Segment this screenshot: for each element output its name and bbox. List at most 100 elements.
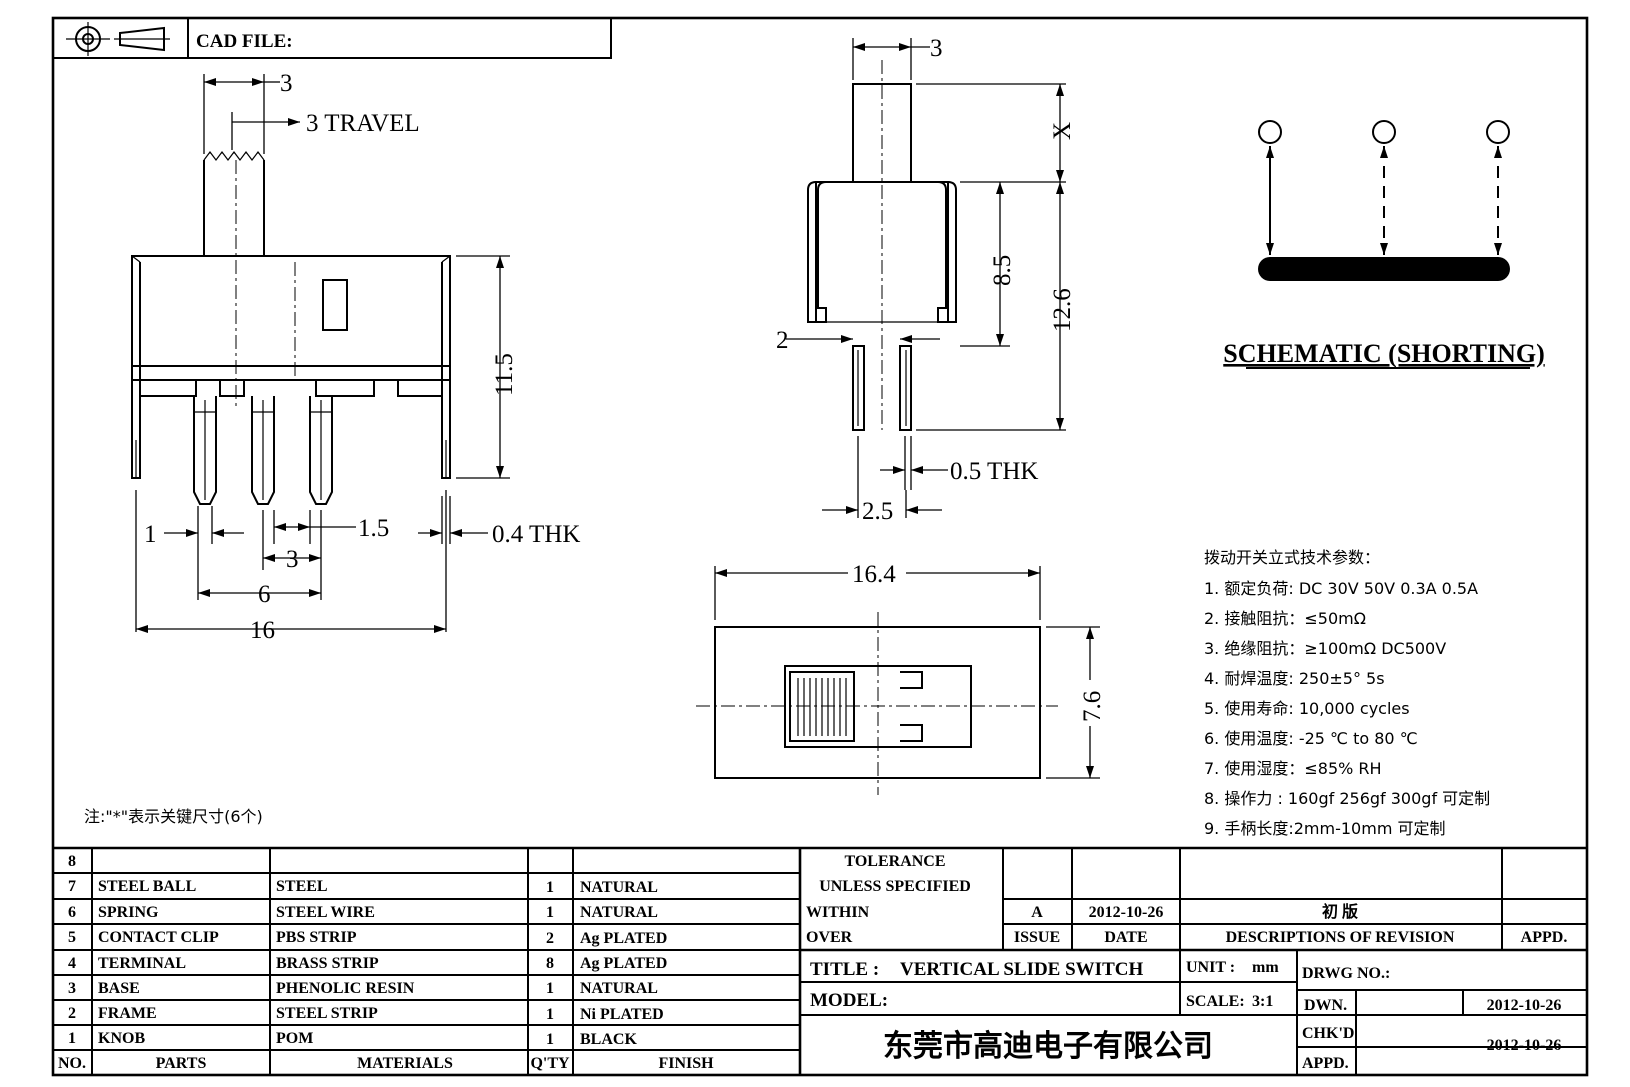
issue-label: ISSUE (1014, 929, 1060, 946)
dim-pin-span: 6 (258, 581, 271, 608)
bom-no: 2 (68, 1005, 76, 1022)
bom-header-parts: PARTS (156, 1055, 207, 1072)
side-dim-knob-height: X (1049, 122, 1076, 140)
bom-finish: Ni PLATED (580, 1006, 664, 1023)
front-view: 3 3 TRAVEL 11.5 1 1.5 0.4 THK 3 (131, 70, 580, 644)
top-dim-length: 16.4 (852, 561, 896, 588)
sheet-border (51, 16, 1589, 1077)
spec-item: 9. 手柄长度:2mm-10mm 可定制 (1204, 819, 1446, 838)
bom-qty: 1 (546, 1006, 554, 1023)
bom-row: 2 FRAME STEEL STRIP 1 Ni PLATED (68, 1005, 664, 1023)
top-view: 16.4 7.6 (696, 556, 1106, 795)
revision-description: 初 版 (1322, 902, 1358, 921)
appd-label: APPD. (1521, 929, 1568, 946)
chkd-date: 2012-10-26 (1487, 1037, 1562, 1054)
bom-material: STEEL WIRE (276, 904, 375, 921)
dwn-date: 2012-10-26 (1487, 997, 1562, 1014)
bom-header-no: NO. (58, 1055, 86, 1072)
bom-finish: NATURAL (580, 904, 658, 921)
bom-table: 8 7 STEEL BALL STEEL 1 NATURAL 6 SPRING … (53, 846, 1587, 1075)
unit-label: UNIT : (1186, 959, 1235, 976)
bom-part: CONTACT CLIP (98, 929, 219, 946)
bom-material: PBS STRIP (276, 929, 357, 946)
side-dim-total-height: 12.6 (1049, 288, 1076, 332)
side-dim-pin-width: 2 (776, 327, 789, 354)
side-view: 3 X 8.5 12.6 2 0.5 THK 2.5 (776, 35, 1076, 525)
bom-finish: Ag PLATED (580, 955, 667, 972)
spec-item: 3. 绝缘阻抗：≥100mΩ DC500V (1204, 639, 1446, 658)
drawing-title: VERTICAL SLIDE SWITCH (900, 959, 1143, 980)
terminal-1-icon (1258, 120, 1282, 144)
spec-item: 8. 操作力 : 160gf 256gf 300gf 可定制 (1204, 789, 1490, 808)
dim-pin-offset: 1 (144, 521, 157, 548)
descriptions-label: DESCRIPTIONS OF REVISION (1226, 929, 1455, 946)
bom-no: 4 (68, 955, 76, 972)
bom-row: 5 CONTACT CLIP PBS STRIP 2 Ag PLATED (68, 929, 667, 947)
bom-qty: 1 (546, 904, 554, 921)
date-label: DATE (1104, 929, 1147, 946)
bom-header-row: NO. PARTS MATERIALS Q'TY FINISH (58, 1055, 714, 1072)
dim-travel: 3 TRAVEL (306, 110, 420, 137)
bom-material: BRASS STRIP (276, 955, 379, 972)
bom-no: 1 (68, 1030, 76, 1047)
bom-row: 8 (68, 853, 76, 870)
chkd-label: CHK'D (1302, 1025, 1354, 1042)
bom-material: POM (276, 1030, 313, 1047)
bom-qty: 1 (546, 879, 554, 896)
spec-item: 5. 使用寿命: 10,000 cycles (1204, 699, 1410, 718)
side-dim-body-height: 8.5 (989, 255, 1016, 286)
bom-finish: Ag PLATED (580, 930, 667, 947)
bom-part: KNOB (98, 1030, 145, 1047)
header-box: CAD FILE: (52, 17, 612, 59)
company-name: 东莞市高迪电子有限公司 (883, 1029, 1213, 1064)
spec-item: 1. 额定负荷: DC 30V 50V 0.3A 0.5A (1204, 579, 1478, 598)
spec-item: 7. 使用湿度：≤85% RH (1204, 759, 1382, 778)
spec-item: 4. 耐焊温度: 250±5° 5s (1204, 669, 1385, 688)
tolerance-label: TOLERANCE (844, 853, 945, 870)
dim-knob-width: 3 (280, 70, 293, 97)
bom-row: 4 TERMINAL BRASS STRIP 8 Ag PLATED (68, 955, 667, 972)
projection-symbol-icon (66, 22, 170, 56)
bom-no: 8 (68, 853, 76, 870)
side-dim-knob-width: 3 (930, 35, 943, 62)
bom-header-finish: FINISH (658, 1055, 714, 1072)
schematic: SCHEMATIC (SHORTING) (1223, 120, 1545, 369)
over-label: OVER (806, 929, 853, 946)
bom-no: 3 (68, 980, 76, 997)
bom-material: STEEL (276, 878, 328, 895)
note: 注:"*"表示关键尺寸(6个) (84, 807, 263, 826)
bom-material: PHENOLIC RESIN (276, 980, 415, 997)
dwn-label: DWN. (1304, 997, 1347, 1014)
bom-qty: 1 (546, 1031, 554, 1048)
title-block: TOLERANCE UNLESS SPECIFIED WITHIN OVER A… (800, 848, 1587, 1075)
bom-row: 7 STEEL BALL STEEL 1 NATURAL (68, 878, 658, 896)
knob-texture (797, 678, 847, 736)
side-dim-pin-thickness: 0.5 THK (950, 458, 1038, 485)
dim-height: 11.5 (491, 353, 518, 396)
issue-value: A (1031, 904, 1043, 921)
bom-finish: BLACK (580, 1031, 637, 1048)
bom-row: 3 BASE PHENOLIC RESIN 1 NATURAL (68, 980, 658, 997)
bom-part: FRAME (98, 1005, 157, 1022)
bom-row: 1 KNOB POM 1 BLACK (68, 1030, 637, 1048)
revision-date: 2012-10-26 (1089, 904, 1164, 921)
dim-thickness: 0.4 THK (492, 521, 580, 548)
scale-label: SCALE: (1186, 993, 1245, 1010)
unless-specified-label: UNLESS SPECIFIED (819, 878, 971, 895)
bom-finish: NATURAL (580, 980, 658, 997)
side-dim-pin-spacing: 2.5 (862, 498, 893, 525)
drwg-no-label: DRWG NO.: (1302, 965, 1390, 982)
unit-value: mm (1252, 959, 1279, 976)
terminal-2-icon (1372, 120, 1396, 144)
bom-qty: 1 (546, 980, 554, 997)
bom-finish: NATURAL (580, 879, 658, 896)
bom-header-materials: MATERIALS (357, 1055, 453, 1072)
bom-header-qty: Q'TY (530, 1055, 570, 1072)
spec-item: 2. 接触阻抗：≤50mΩ (1204, 609, 1366, 628)
dim-body-length: 16 (250, 617, 275, 644)
terminal-3-icon (1486, 120, 1510, 144)
bom-row: 6 SPRING STEEL WIRE 1 NATURAL (68, 904, 658, 921)
bom-part: SPRING (98, 904, 159, 921)
dim-pin-pitch: 3 (286, 546, 299, 573)
